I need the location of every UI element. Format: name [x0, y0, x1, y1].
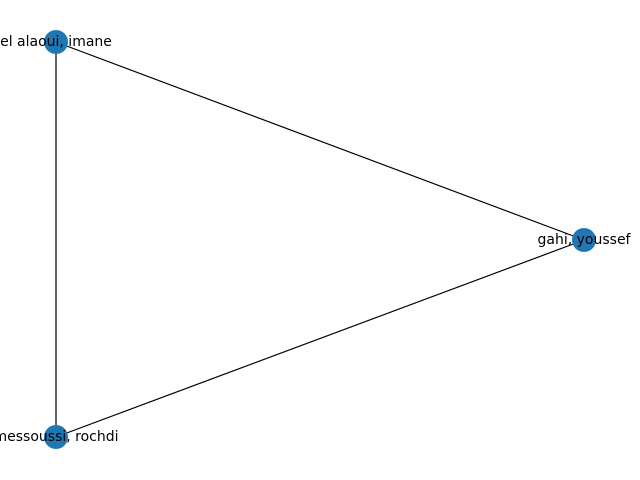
node-el-alaoui-imane	[44, 30, 68, 54]
node-label-gahi-youssef: gahi, youssef	[538, 232, 632, 248]
node-label-messoussi-rochdi: messoussi, rochdi	[0, 429, 119, 445]
node-label-el-alaoui-imane: el alaoui, imane	[0, 34, 112, 50]
node-gahi-youssef	[572, 228, 596, 252]
labels-layer: el alaoui, imane gahi, youssef messoussi…	[0, 34, 632, 445]
edges-layer	[55, 41, 585, 438]
node-messoussi-rochdi	[44, 425, 68, 449]
nodes-layer	[44, 30, 596, 449]
edge-messoussi-rochdi-to-gahi-youssef	[55, 239, 585, 438]
edge-el-alaoui-imane-to-gahi-youssef	[55, 41, 585, 241]
